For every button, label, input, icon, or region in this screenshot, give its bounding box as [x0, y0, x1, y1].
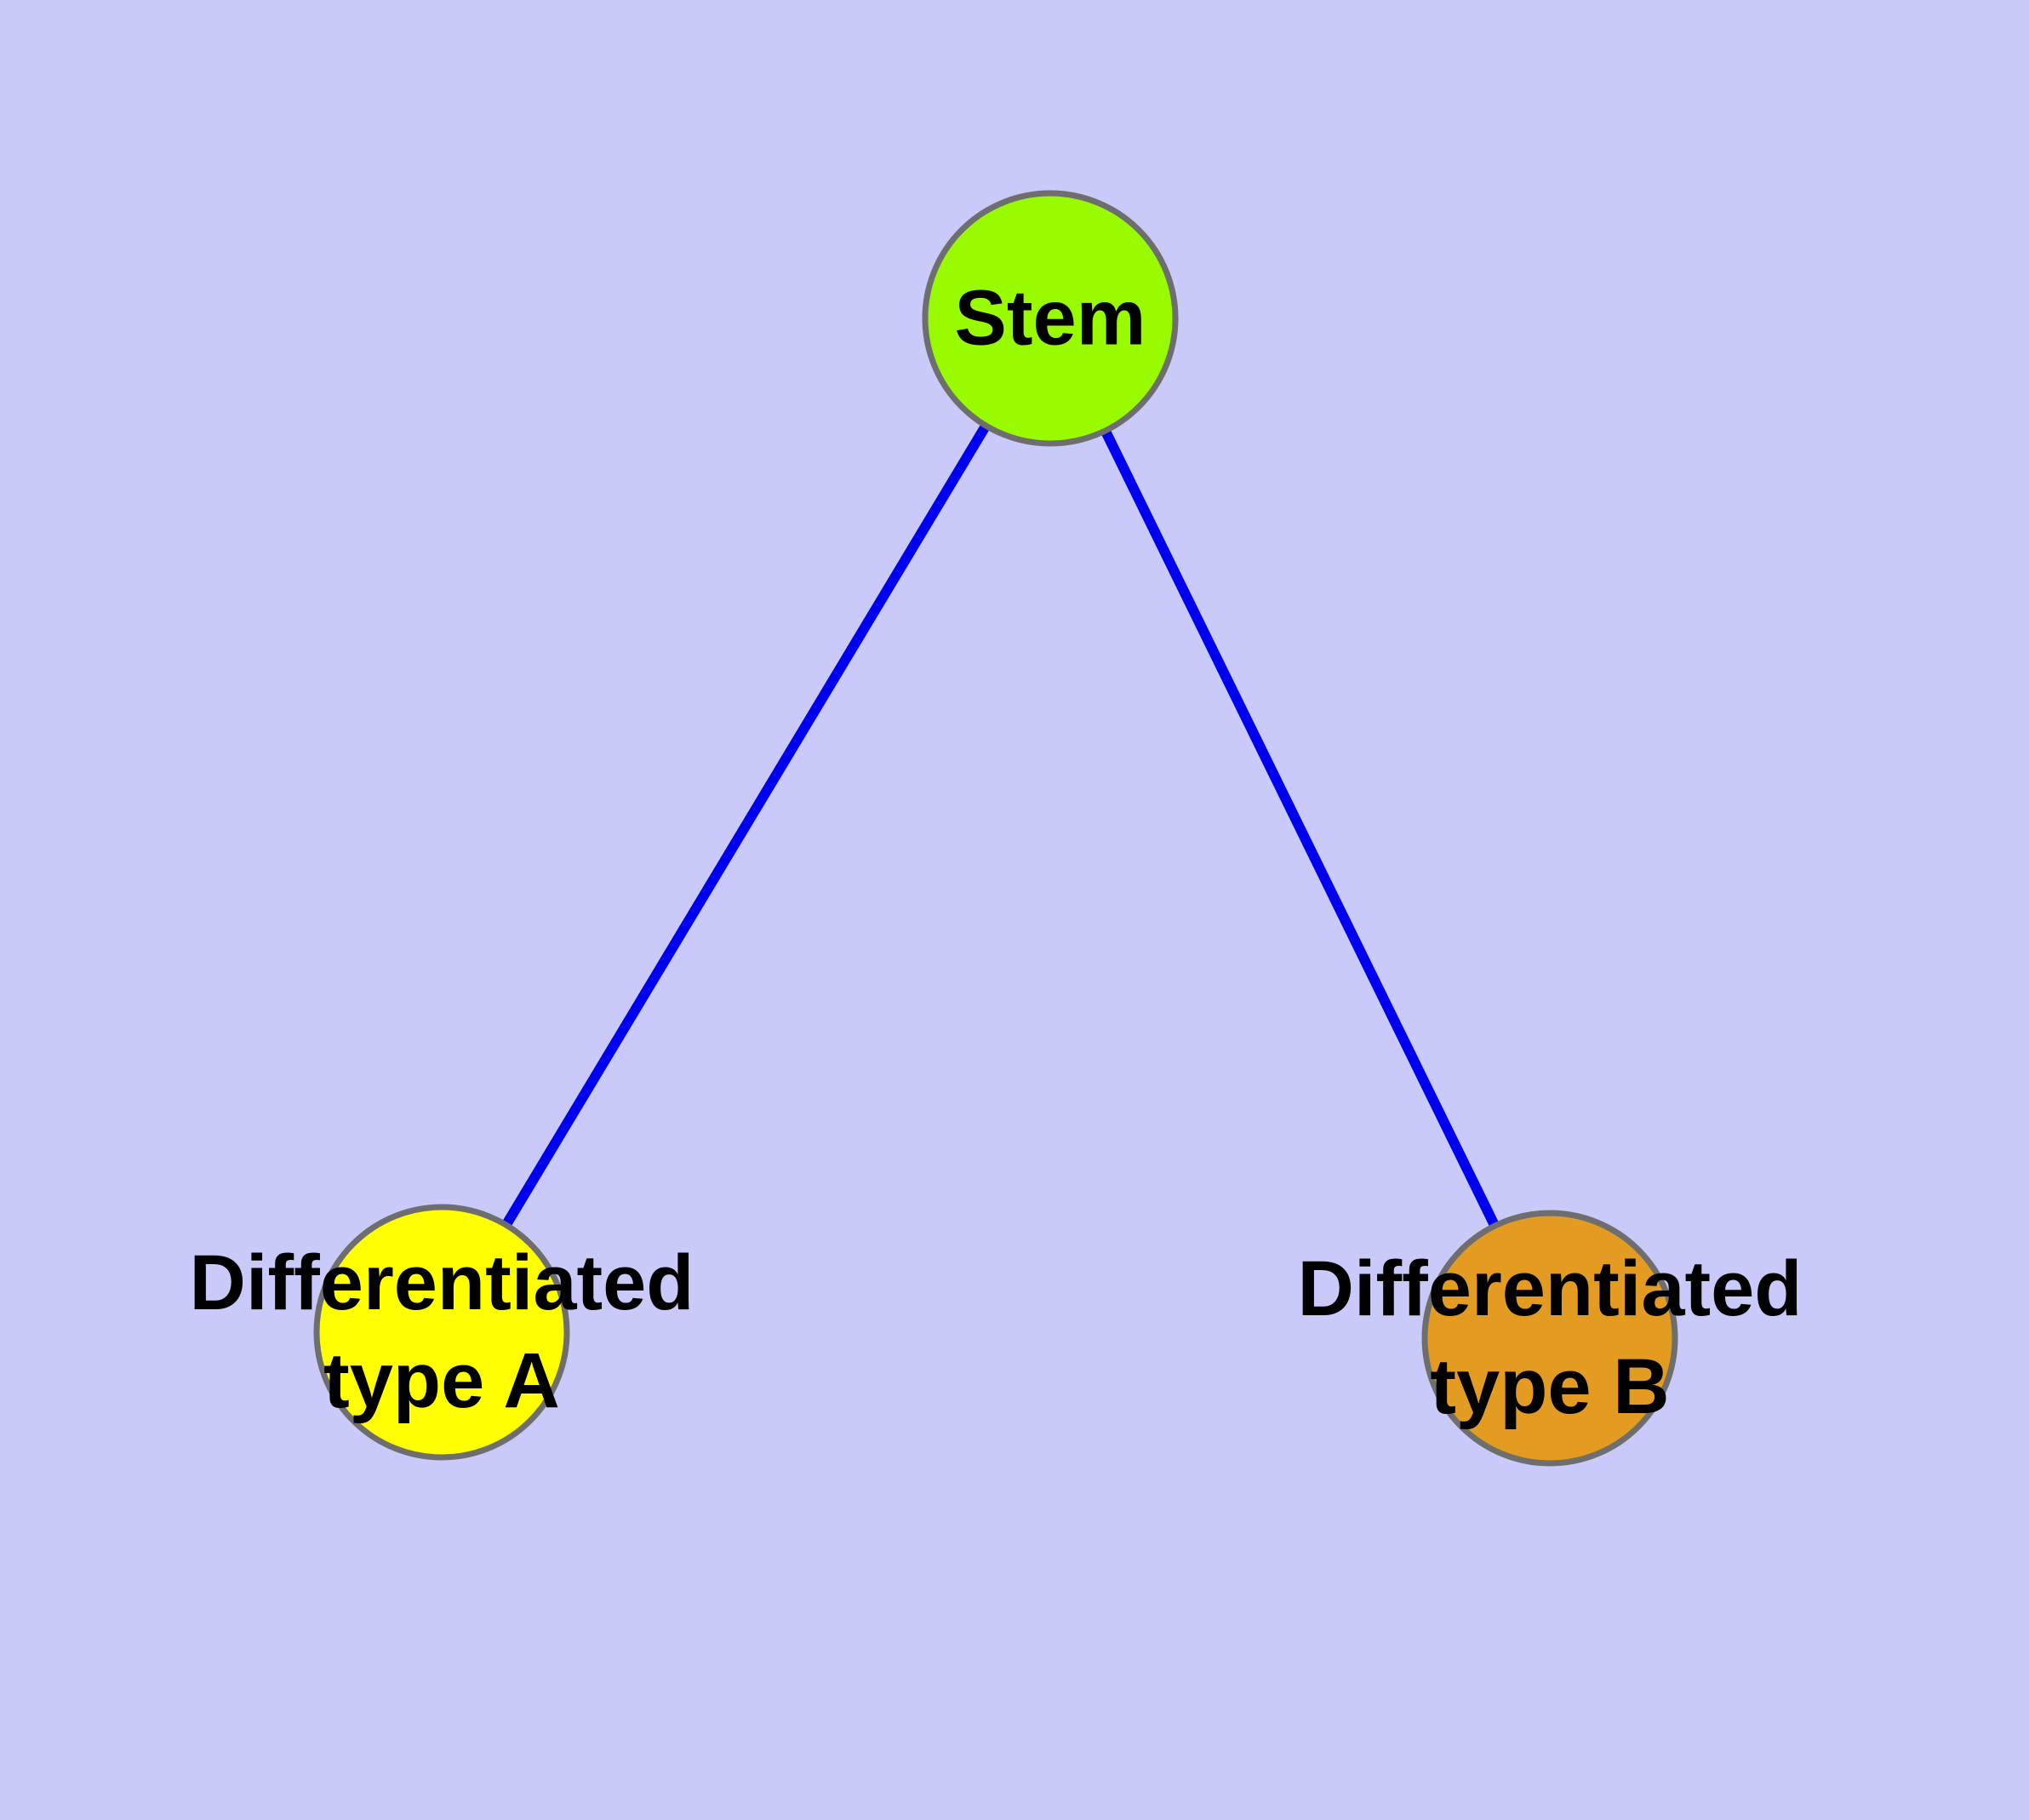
node-stem-circle [922, 190, 1179, 447]
node-type-a-circle [313, 1204, 570, 1461]
node-type-b-circle [1421, 1210, 1678, 1467]
edge-stem-to-type-a [437, 315, 1055, 1336]
edge-stem-to-type-b [1045, 316, 1555, 1341]
